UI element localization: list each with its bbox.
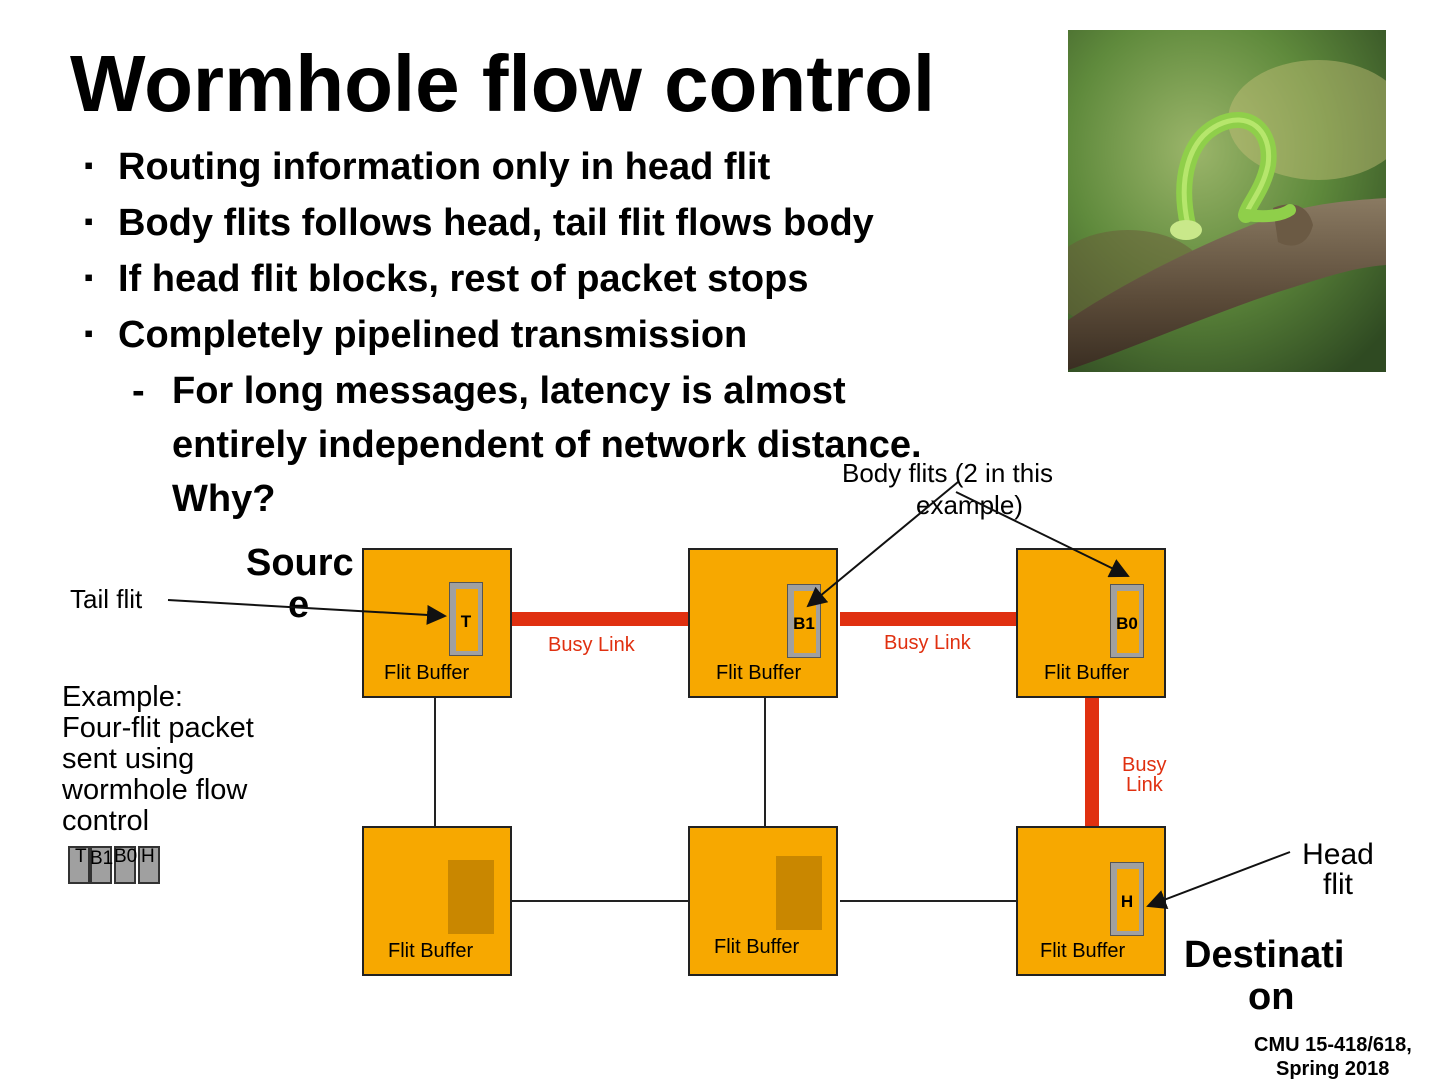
- bullet-text: Routing information only in head flit: [118, 146, 771, 188]
- destination-label: on: [1248, 976, 1295, 1018]
- flit-buffer-label: Flit Buffer: [714, 936, 800, 958]
- body-flits-label: Body flits (2 in this: [842, 458, 1053, 488]
- bullet-marker: ▪: [84, 206, 94, 236]
- bullet-marker: ▪: [84, 150, 94, 180]
- slide-title: Wormhole flow control: [70, 39, 936, 128]
- example-line: wormhole flow: [62, 774, 248, 806]
- router-node: B0 Flit Buffer: [1016, 548, 1166, 698]
- inchworm-photo: [1068, 30, 1386, 372]
- flit-buffer: [449, 582, 483, 656]
- packet-flit: [68, 846, 90, 884]
- flit-buffer-label: Flit Buffer: [384, 662, 470, 684]
- packet-flit: [138, 846, 160, 884]
- flit-buffer-label: Flit Buffer: [716, 662, 802, 684]
- router-node: Flit Buffer: [688, 826, 838, 976]
- busy-link-label: Busy: [1122, 754, 1167, 776]
- packet-flit-label: H: [141, 846, 155, 867]
- flit-tail: T: [460, 612, 472, 631]
- head-flit-label: Head: [1302, 838, 1374, 871]
- bullet-text: Body flits follows head, tail flit flows…: [118, 202, 874, 244]
- packet-flit-label: B1: [90, 848, 114, 869]
- router-node: B1 Flit Buffer: [688, 548, 838, 698]
- footer-term: Spring 2018: [1276, 1058, 1390, 1080]
- arrow-head-flit: [1146, 851, 1291, 909]
- busy-link-label: Busy Link: [548, 634, 635, 656]
- bullet-marker: ▪: [84, 262, 94, 292]
- busy-link: [840, 612, 1018, 626]
- flit-buffer-label: Flit Buffer: [1044, 662, 1130, 684]
- sub-bullet-line: For long messages, latency is almost: [172, 370, 846, 412]
- busy-link-label: Busy Link: [884, 632, 971, 654]
- source-label: e: [288, 584, 310, 626]
- flit-buffer-label: Flit Buffer: [1040, 940, 1126, 962]
- example-line: sent using: [62, 743, 195, 775]
- link: [434, 698, 436, 826]
- arrow-body-flit-b0: [955, 491, 1130, 578]
- flit-buffer-label: Flit Buffer: [388, 940, 474, 962]
- packet-flit: [90, 846, 112, 884]
- busy-link: [512, 612, 690, 626]
- arrow-body-flit-b1: [806, 481, 959, 608]
- flit-body-0: B0: [1116, 614, 1138, 633]
- sub-bullet-marker: -: [132, 370, 145, 412]
- flit-body-1: B1: [793, 614, 815, 633]
- tail-flit-label: Tail flit: [70, 584, 143, 614]
- router-node: Flit Buffer: [362, 826, 512, 976]
- flit-buffer: [776, 856, 822, 930]
- busy-link: [1085, 698, 1099, 826]
- example-line: Example:: [62, 681, 183, 713]
- arrow-tail-flit: [167, 599, 447, 625]
- packet-flit-label: B0: [114, 846, 138, 867]
- bullet-text: If head flit blocks, rest of packet stop…: [118, 258, 809, 300]
- flit-buffer: [1110, 862, 1144, 936]
- source-label: Sourc: [246, 542, 354, 584]
- bullet-marker: ▪: [84, 318, 94, 348]
- head-flit-label: flit: [1323, 868, 1353, 901]
- footer-course: CMU 15-418/618,: [1254, 1034, 1412, 1056]
- packet-flit-label: T: [75, 846, 87, 867]
- link: [764, 698, 766, 826]
- example-text: Example: Four-flit packet sent using wor…: [62, 682, 254, 837]
- flit-head: H: [1120, 892, 1134, 911]
- destination-node: H Flit Buffer: [1016, 826, 1166, 976]
- link: [840, 900, 1018, 902]
- sub-bullet-line: Why?: [172, 478, 276, 520]
- example-line: Four-flit packet: [62, 712, 254, 744]
- destination-label: Destinati: [1184, 934, 1345, 976]
- link: [512, 900, 690, 902]
- sub-bullet-line: entirely independent of network distance…: [172, 424, 922, 466]
- example-line: control: [62, 805, 150, 837]
- bullet-text: Completely pipelined transmission: [118, 314, 748, 356]
- busy-link-label: Link: [1126, 774, 1163, 796]
- flit-buffer: [1110, 584, 1144, 658]
- flit-buffer: [448, 860, 494, 934]
- packet-flit: [114, 846, 136, 884]
